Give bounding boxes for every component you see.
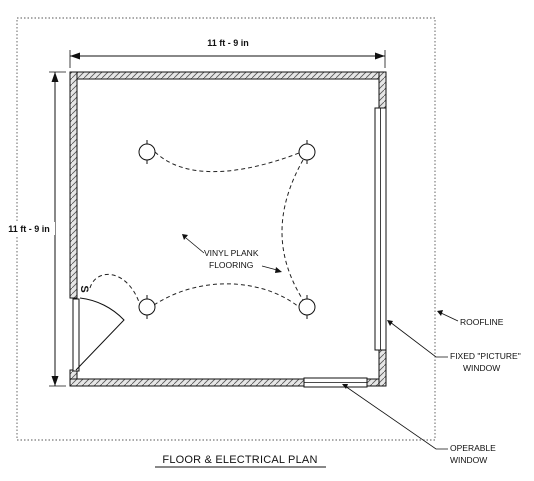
ceiling-light-icon	[298, 140, 316, 164]
roofline-leader	[437, 310, 459, 322]
roofline-label: ROOFLINE	[460, 317, 504, 327]
height-label-mask	[3, 222, 55, 235]
walls	[69, 71, 387, 387]
wire-switch	[89, 273, 140, 303]
ceiling-light-icon	[138, 295, 156, 319]
width-dimension-label: 11 ft - 9 in	[207, 38, 249, 48]
ceiling-light-icon	[138, 140, 156, 164]
right-wall-upper	[378, 71, 387, 109]
flooring-leaders	[182, 234, 282, 273]
entry-door	[72, 297, 125, 372]
door-swing	[75, 297, 125, 371]
right-wall-lower	[378, 349, 387, 387]
door-leaf	[72, 298, 80, 372]
flooring-label-line2: FLOORING	[209, 260, 253, 270]
fixed-window-label-line2: WINDOW	[463, 363, 500, 373]
operable-window	[303, 377, 368, 388]
fixed-window-leader	[387, 320, 448, 358]
drawing-title: FLOOR & ELECTRICAL PLAN	[162, 454, 317, 466]
light-fixtures	[138, 140, 316, 319]
wire-right	[281, 159, 304, 301]
bottom-wall-left	[69, 378, 305, 387]
fixed-window-label-line1: FIXED "PICTURE"	[450, 351, 521, 361]
left-wall-upper	[69, 71, 78, 299]
height-dimension-label: 11 ft - 9 in	[8, 224, 50, 234]
top-wall	[69, 71, 387, 80]
wire-top	[154, 151, 300, 173]
electrical-wiring	[89, 151, 304, 308]
width-dimension	[69, 50, 386, 68]
roofline-outline	[16, 17, 436, 441]
operable-window-leader	[342, 384, 448, 450]
fixed-picture-window	[374, 107, 387, 351]
operable-window-label-line2: WINDOW	[450, 455, 487, 465]
wire-bottom	[153, 283, 300, 308]
flooring-label-line1: VINYL PLANK	[204, 248, 259, 258]
operable-window-label-line1: OPERABLE	[450, 443, 496, 453]
light-switch-symbol: S	[78, 285, 90, 292]
ceiling-light-icon	[298, 295, 316, 319]
